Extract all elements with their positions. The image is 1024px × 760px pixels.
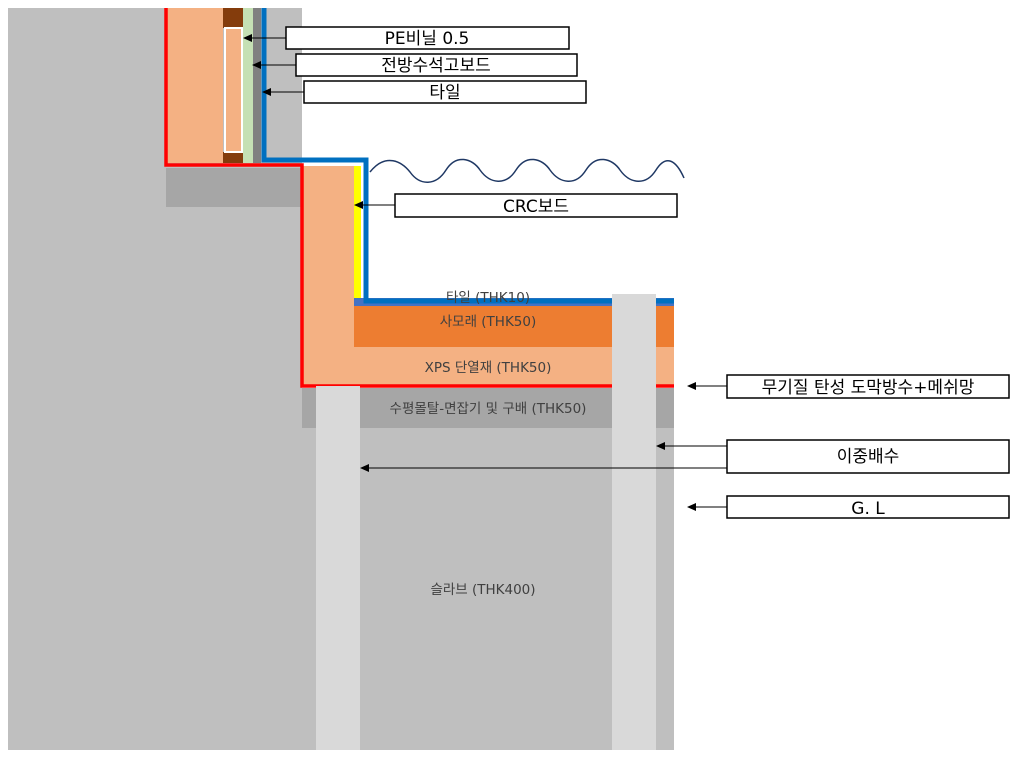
crc-board-label: CRC보드 <box>503 197 569 217</box>
inorganic-membrane-label: 무기질 탄성 도막방수+메쉬망 <box>762 378 975 398</box>
waterproof-line-blue <box>261 8 674 304</box>
tile-floor-label: 타일 (THK10) <box>446 290 530 306</box>
callout-waterproof-gypsum: 전방수석고보드 <box>252 53 578 77</box>
wood-stud-bottom <box>223 152 243 163</box>
callout-double-drain: 이중배수 <box>360 439 1010 474</box>
pe-vinyl-sheet <box>224 27 243 153</box>
slab-label: 슬라브 (THK400) <box>430 582 535 598</box>
callout-crc-board: CRC보드 <box>354 193 678 218</box>
callout-pe-vinyl: PE비닐 0.5 <box>243 26 570 50</box>
concrete-step-ledge <box>166 168 302 207</box>
drain-pipe-right <box>612 294 656 750</box>
double-drain-label: 이중배수 <box>837 447 900 467</box>
inorganic-membrane-line <box>164 8 674 388</box>
callout-tile-wall: 타일 <box>262 80 587 104</box>
wood-stud-top <box>223 8 243 28</box>
crc-board-layer <box>354 166 361 298</box>
callout-inorganic-membrane: 무기질 탄성 도막방수+메쉬망 <box>687 374 1010 399</box>
upper-wall-insulation <box>166 8 223 163</box>
xps-label: XPS 단열재 (THK50) <box>425 360 552 376</box>
mortar-label: 수평몰탈-면잡기 및 구배 (THK50) <box>390 401 587 417</box>
gypsum-board-layer <box>243 8 253 163</box>
ground-level-label: G. L <box>851 499 885 519</box>
tile-wall-label: 타일 <box>429 83 460 103</box>
water-wave-line <box>369 158 685 183</box>
callout-ground-level: G. L <box>687 495 1010 519</box>
tile-wall-layer <box>253 8 261 163</box>
sand-label: 사모래 (THK50) <box>440 314 537 330</box>
pe-vinyl-label: PE비닐 0.5 <box>385 29 470 49</box>
drain-pipe-left <box>316 386 360 750</box>
waterproof-gypsum-label: 전방수석고보드 <box>381 56 490 76</box>
